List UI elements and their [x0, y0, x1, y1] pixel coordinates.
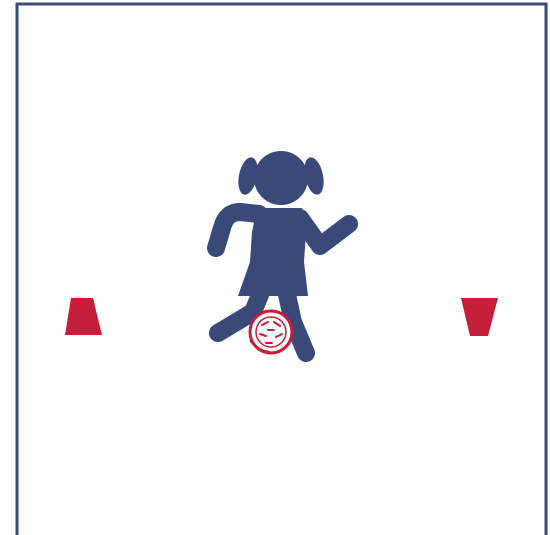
right-cone-icon — [461, 298, 498, 336]
left-cone-icon — [65, 298, 102, 335]
soccer-ball-icon — [250, 311, 292, 353]
